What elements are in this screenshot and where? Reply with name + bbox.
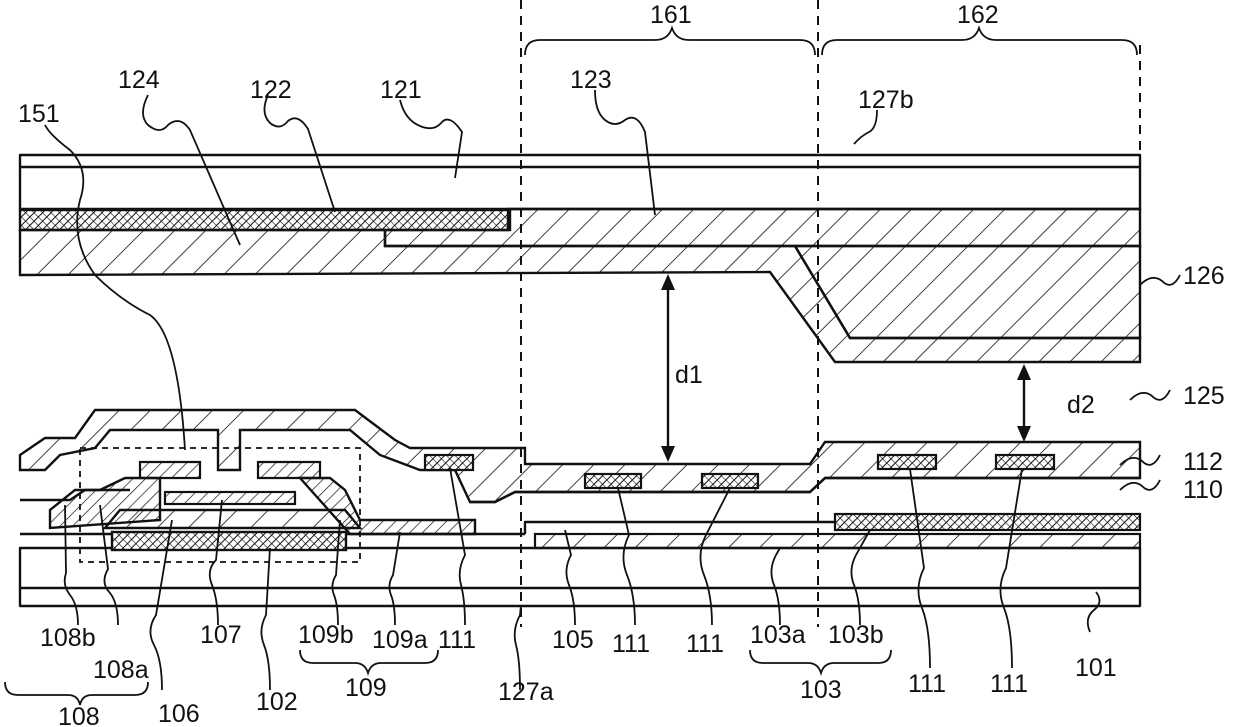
label-161: 161 <box>650 1 692 29</box>
gap-arrow-d1 <box>661 274 675 462</box>
label-109b: 109b <box>298 621 354 649</box>
gap-arrow-d2 <box>1017 364 1031 442</box>
brace-108 <box>5 682 148 705</box>
layer-112-planarization <box>20 410 1140 502</box>
label-109: 109 <box>345 674 387 702</box>
leader-lines <box>45 90 1180 690</box>
labels: 161 162 124 122 121 123 127b 151 126 d1 … <box>18 1 1225 727</box>
label-d1: d1 <box>675 361 703 389</box>
label-107: 107 <box>200 621 242 649</box>
label-127a: 127a <box>498 678 554 706</box>
source-108 <box>50 478 160 528</box>
label-111-e: 111 <box>990 670 1028 698</box>
label-108b: 108b <box>40 624 96 652</box>
label-103: 103 <box>800 676 842 704</box>
brace-161 <box>525 28 815 55</box>
gate-electrode-102 <box>112 532 346 550</box>
counter-substrate <box>20 155 1140 209</box>
brace-162 <box>822 28 1137 55</box>
label-126: 126 <box>1183 262 1225 290</box>
label-108a: 108a <box>93 656 149 684</box>
substrate-101 <box>20 548 1140 606</box>
brace-103 <box>750 650 891 673</box>
label-121: 121 <box>380 76 422 104</box>
label-109a: 109a <box>372 626 428 654</box>
label-105: 105 <box>552 626 594 654</box>
label-111-c: 111 <box>686 630 724 658</box>
label-106: 106 <box>158 700 200 727</box>
label-112: 112 <box>1183 448 1223 476</box>
label-123: 123 <box>570 66 612 94</box>
label-162: 162 <box>957 1 999 29</box>
label-111-b: 111 <box>612 630 650 658</box>
electrode-103b <box>835 514 1140 530</box>
label-d2: d2 <box>1067 391 1095 419</box>
label-124: 124 <box>118 66 160 94</box>
label-111-d: 111 <box>908 670 946 698</box>
label-151: 151 <box>18 100 60 128</box>
label-125: 125 <box>1183 382 1225 410</box>
label-110: 110 <box>1183 476 1223 504</box>
label-108: 108 <box>58 703 100 727</box>
tft-layer-107 <box>165 492 295 504</box>
label-122: 122 <box>250 76 292 104</box>
layer-122-black-matrix <box>20 210 510 230</box>
label-111-a: 111 <box>438 626 476 654</box>
label-102: 102 <box>256 688 298 716</box>
label-101: 101 <box>1075 654 1117 682</box>
layer-126-spacer <box>795 246 1140 338</box>
label-103a: 103a <box>750 621 806 649</box>
label-127b: 127b <box>858 86 914 114</box>
label-103b: 103b <box>828 621 884 649</box>
